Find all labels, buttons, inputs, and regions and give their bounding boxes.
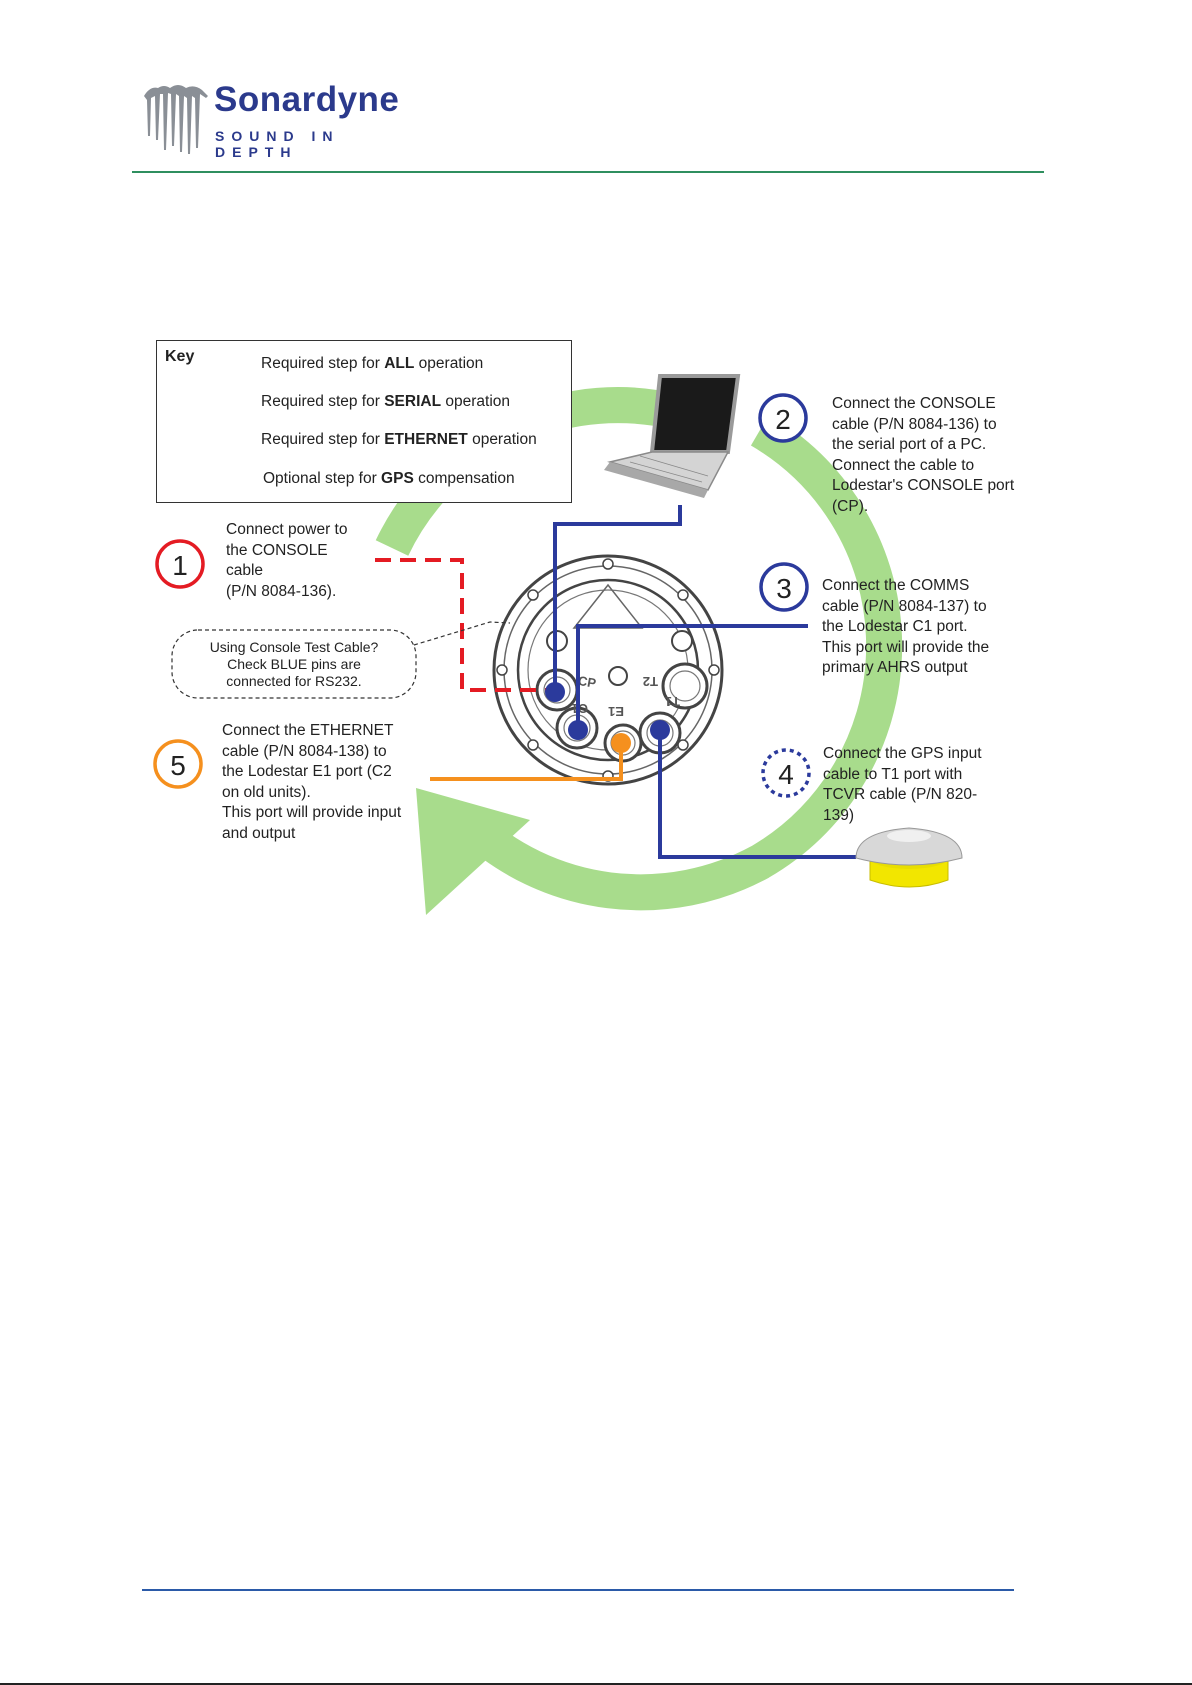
port-label-t1: T1	[665, 694, 680, 709]
key-row-serial: Required step for SERIAL operation	[261, 393, 511, 410]
gps-antenna-icon	[855, 827, 963, 888]
sonardyne-logo: Sonardyne SOUND IN DEPTH	[140, 78, 410, 160]
port-label-e1: E1	[608, 704, 624, 719]
key-row-gps: Optional step for GPS compensation	[263, 470, 515, 487]
step-1-text: Connect power to the CONSOLE cable (P/N …	[226, 521, 348, 600]
step-3-text: Connect the COMMS cable (P/N 8084-137) t…	[822, 577, 990, 676]
laptop-icon	[604, 374, 741, 498]
key-title: Key	[165, 348, 195, 365]
port-label-cp: CP	[577, 673, 598, 691]
port-label-t2: T2	[643, 674, 658, 689]
brand-name: Sonardyne	[214, 80, 400, 119]
svg-text:4: 4	[778, 759, 794, 790]
key-row-all: Required step for ALL operation	[261, 355, 484, 372]
step-2-circle: 2	[758, 393, 808, 443]
step-4-circle: 4	[761, 748, 811, 798]
key-legend: Key Required step for ALL operation Requ…	[156, 340, 572, 503]
logo-mark-icon	[144, 85, 208, 154]
svg-text:2: 2	[775, 404, 791, 435]
svg-text:5: 5	[170, 750, 186, 781]
step-1-circle: 1	[155, 539, 205, 589]
lodestar-unit: CP C1 E1 T1 T2	[492, 554, 724, 786]
step-5-circle: 5	[153, 739, 203, 789]
step-2-text: Connect the CONSOLE cable (P/N 8084-136)…	[832, 395, 1015, 515]
footer-rule	[142, 1589, 1014, 1591]
console-cable-serial	[553, 505, 682, 692]
step-5-text: Connect the ETHERNET cable (P/N 8084-138…	[222, 722, 402, 842]
note-bubble	[171, 621, 511, 699]
console-cable-power	[375, 558, 552, 692]
key-row-ethernet: Required step for ETHERNET operation	[261, 431, 537, 448]
header-rule	[132, 171, 1044, 173]
step-4-text: Connect the GPS input cable to T1 port w…	[823, 745, 982, 824]
page-bottom-edge	[0, 1683, 1192, 1685]
port-dots	[545, 682, 670, 753]
ethernet-cable	[430, 743, 623, 781]
brand-tagline: SOUND IN DEPTH	[215, 128, 340, 160]
gps-cable	[658, 730, 856, 859]
comms-cable	[576, 624, 808, 730]
step-3-circle: 3	[759, 562, 809, 612]
console-test-note: Using Console Test Cable? Check BLUE pin…	[209, 639, 379, 689]
svg-text:3: 3	[776, 573, 792, 604]
svg-text:1: 1	[172, 550, 188, 581]
